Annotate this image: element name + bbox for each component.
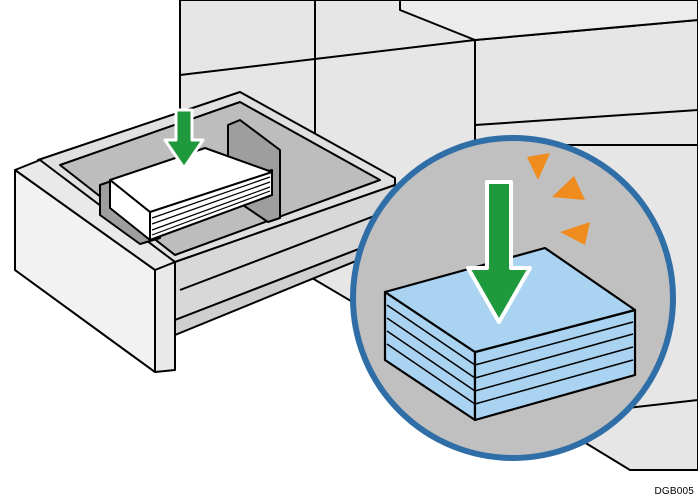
zoom-detail: [353, 138, 673, 458]
figure-reference-code: DGB005: [654, 486, 694, 497]
